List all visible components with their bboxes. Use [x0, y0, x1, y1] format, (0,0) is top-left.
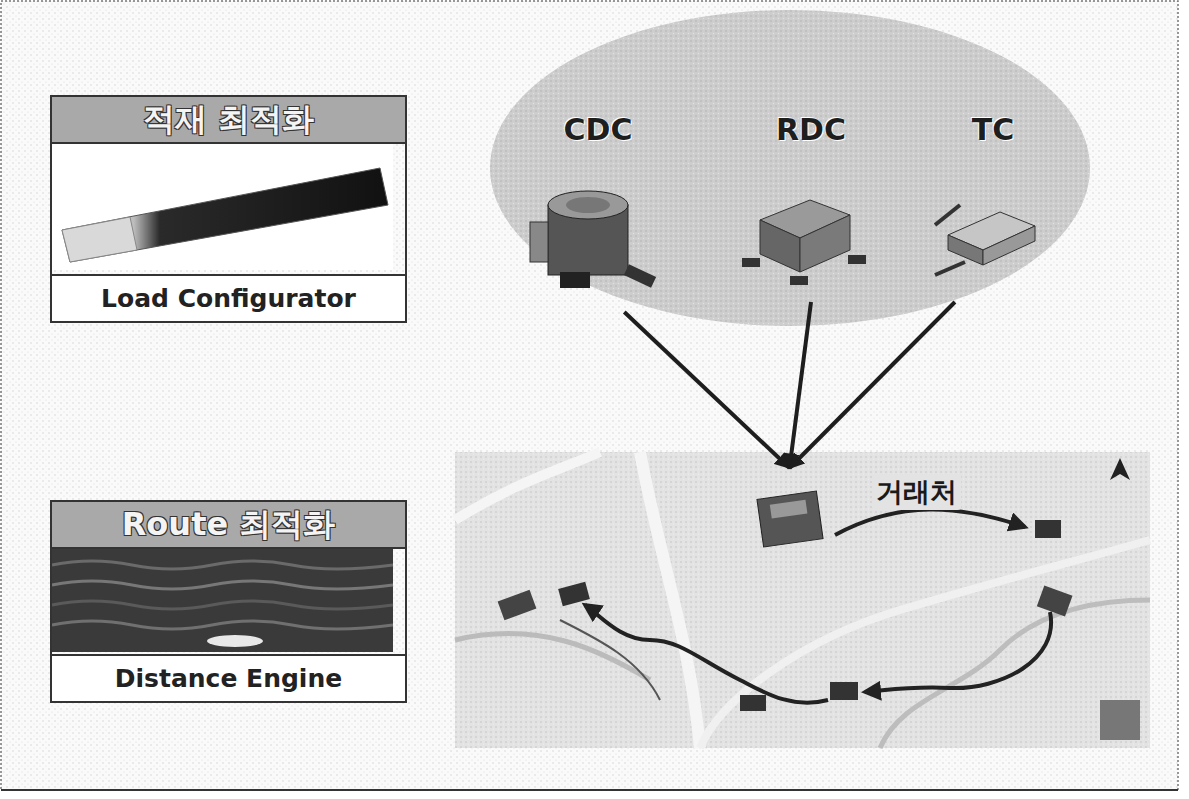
customer-label: 거래처: [872, 474, 961, 510]
flow-arrow: [790, 302, 812, 468]
center-label: CDC: [525, 112, 671, 147]
picture-slot: [52, 549, 405, 654]
module-title: Route 최적화: [52, 502, 405, 549]
cdc-icon: [530, 191, 656, 288]
center-node: RDC: [738, 112, 884, 302]
tc-icon: [935, 205, 1035, 275]
route-picture: [52, 547, 393, 652]
module-title: 적재 최적화: [52, 97, 405, 144]
rdc-icon: [742, 200, 866, 285]
module-name: Load Configurator: [52, 274, 405, 321]
center-label: TC: [925, 112, 1061, 147]
map: [455, 452, 1150, 748]
center-node: CDC: [525, 112, 671, 312]
customer-node: 거래처: [740, 468, 965, 563]
frame-bottom: [1, 789, 1178, 791]
module-box: Route 최적화 Distance Engine: [50, 500, 407, 703]
module-name: Distance Engine: [52, 654, 405, 701]
module-box: 적재 최적화 Load Configurator: [50, 95, 407, 323]
load-picture: [52, 142, 393, 270]
flow-arrow: [624, 312, 789, 468]
flow-arrow: [790, 302, 955, 468]
center-node: TC: [925, 112, 1061, 302]
frame: [1, 1, 1178, 790]
center-label: RDC: [738, 112, 884, 147]
site-region: [490, 10, 1090, 326]
picture-slot: [52, 144, 405, 274]
